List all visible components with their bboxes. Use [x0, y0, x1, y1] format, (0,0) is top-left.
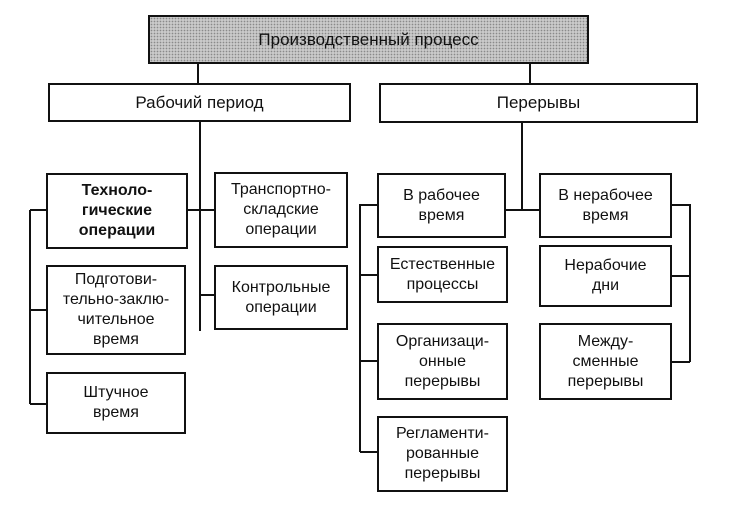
natural-processes-label: Естественные процессы: [389, 255, 496, 293]
piece-time-label: Штучное время: [83, 384, 149, 421]
working-time-breaks-label: В рабочее время: [403, 186, 480, 224]
transport-warehouse-operations-node: Транспортно- складские операции: [214, 172, 348, 248]
technological-operations-node: Техноло- гические операции: [46, 173, 188, 249]
working-period-node: Рабочий период: [48, 83, 351, 122]
non-working-time-breaks-label: В нерабочее время: [558, 186, 653, 224]
root-node-label: Производственный процесс: [258, 29, 479, 49]
breaks-node: Перерывы: [379, 83, 698, 123]
preparatory-final-time-node: Подготови- тельно-заклю- чительное время: [46, 265, 186, 355]
non-working-time-breaks-node: В нерабочее время: [539, 173, 672, 238]
non-working-days-node: Нерабочие дни: [539, 245, 672, 307]
working-period-label: Рабочий период: [135, 92, 264, 112]
organizational-breaks-label: Организаци- онные перерывы: [395, 332, 490, 390]
organizational-breaks-node: Организаци- онные перерывы: [377, 323, 508, 400]
piece-time-node: Штучное время: [46, 372, 186, 434]
breaks-label: Перерывы: [496, 93, 581, 113]
technological-operations-label: Техноло- гические операции: [78, 182, 156, 239]
inter-shift-breaks-label: Между- сменные перерывы: [567, 332, 644, 390]
inter-shift-breaks-node: Между- сменные перерывы: [539, 323, 672, 400]
transport-warehouse-operations-label: Транспортно- складские операции: [230, 181, 331, 238]
control-operations-node: Контрольные операции: [214, 265, 348, 330]
natural-processes-node: Естественные процессы: [377, 246, 508, 303]
working-time-breaks-node: В рабочее время: [377, 173, 506, 238]
control-operations-label: Контрольные операции: [231, 278, 331, 316]
root-node: Производственный процесс: [148, 15, 589, 64]
regulated-breaks-node: Регламенти- рованные перерывы: [377, 416, 508, 492]
preparatory-final-time-label: Подготови- тельно-заклю- чительное время: [62, 271, 170, 348]
non-working-days-label: Нерабочие дни: [564, 257, 647, 294]
regulated-breaks-label: Регламенти- рованные перерывы: [396, 425, 489, 482]
